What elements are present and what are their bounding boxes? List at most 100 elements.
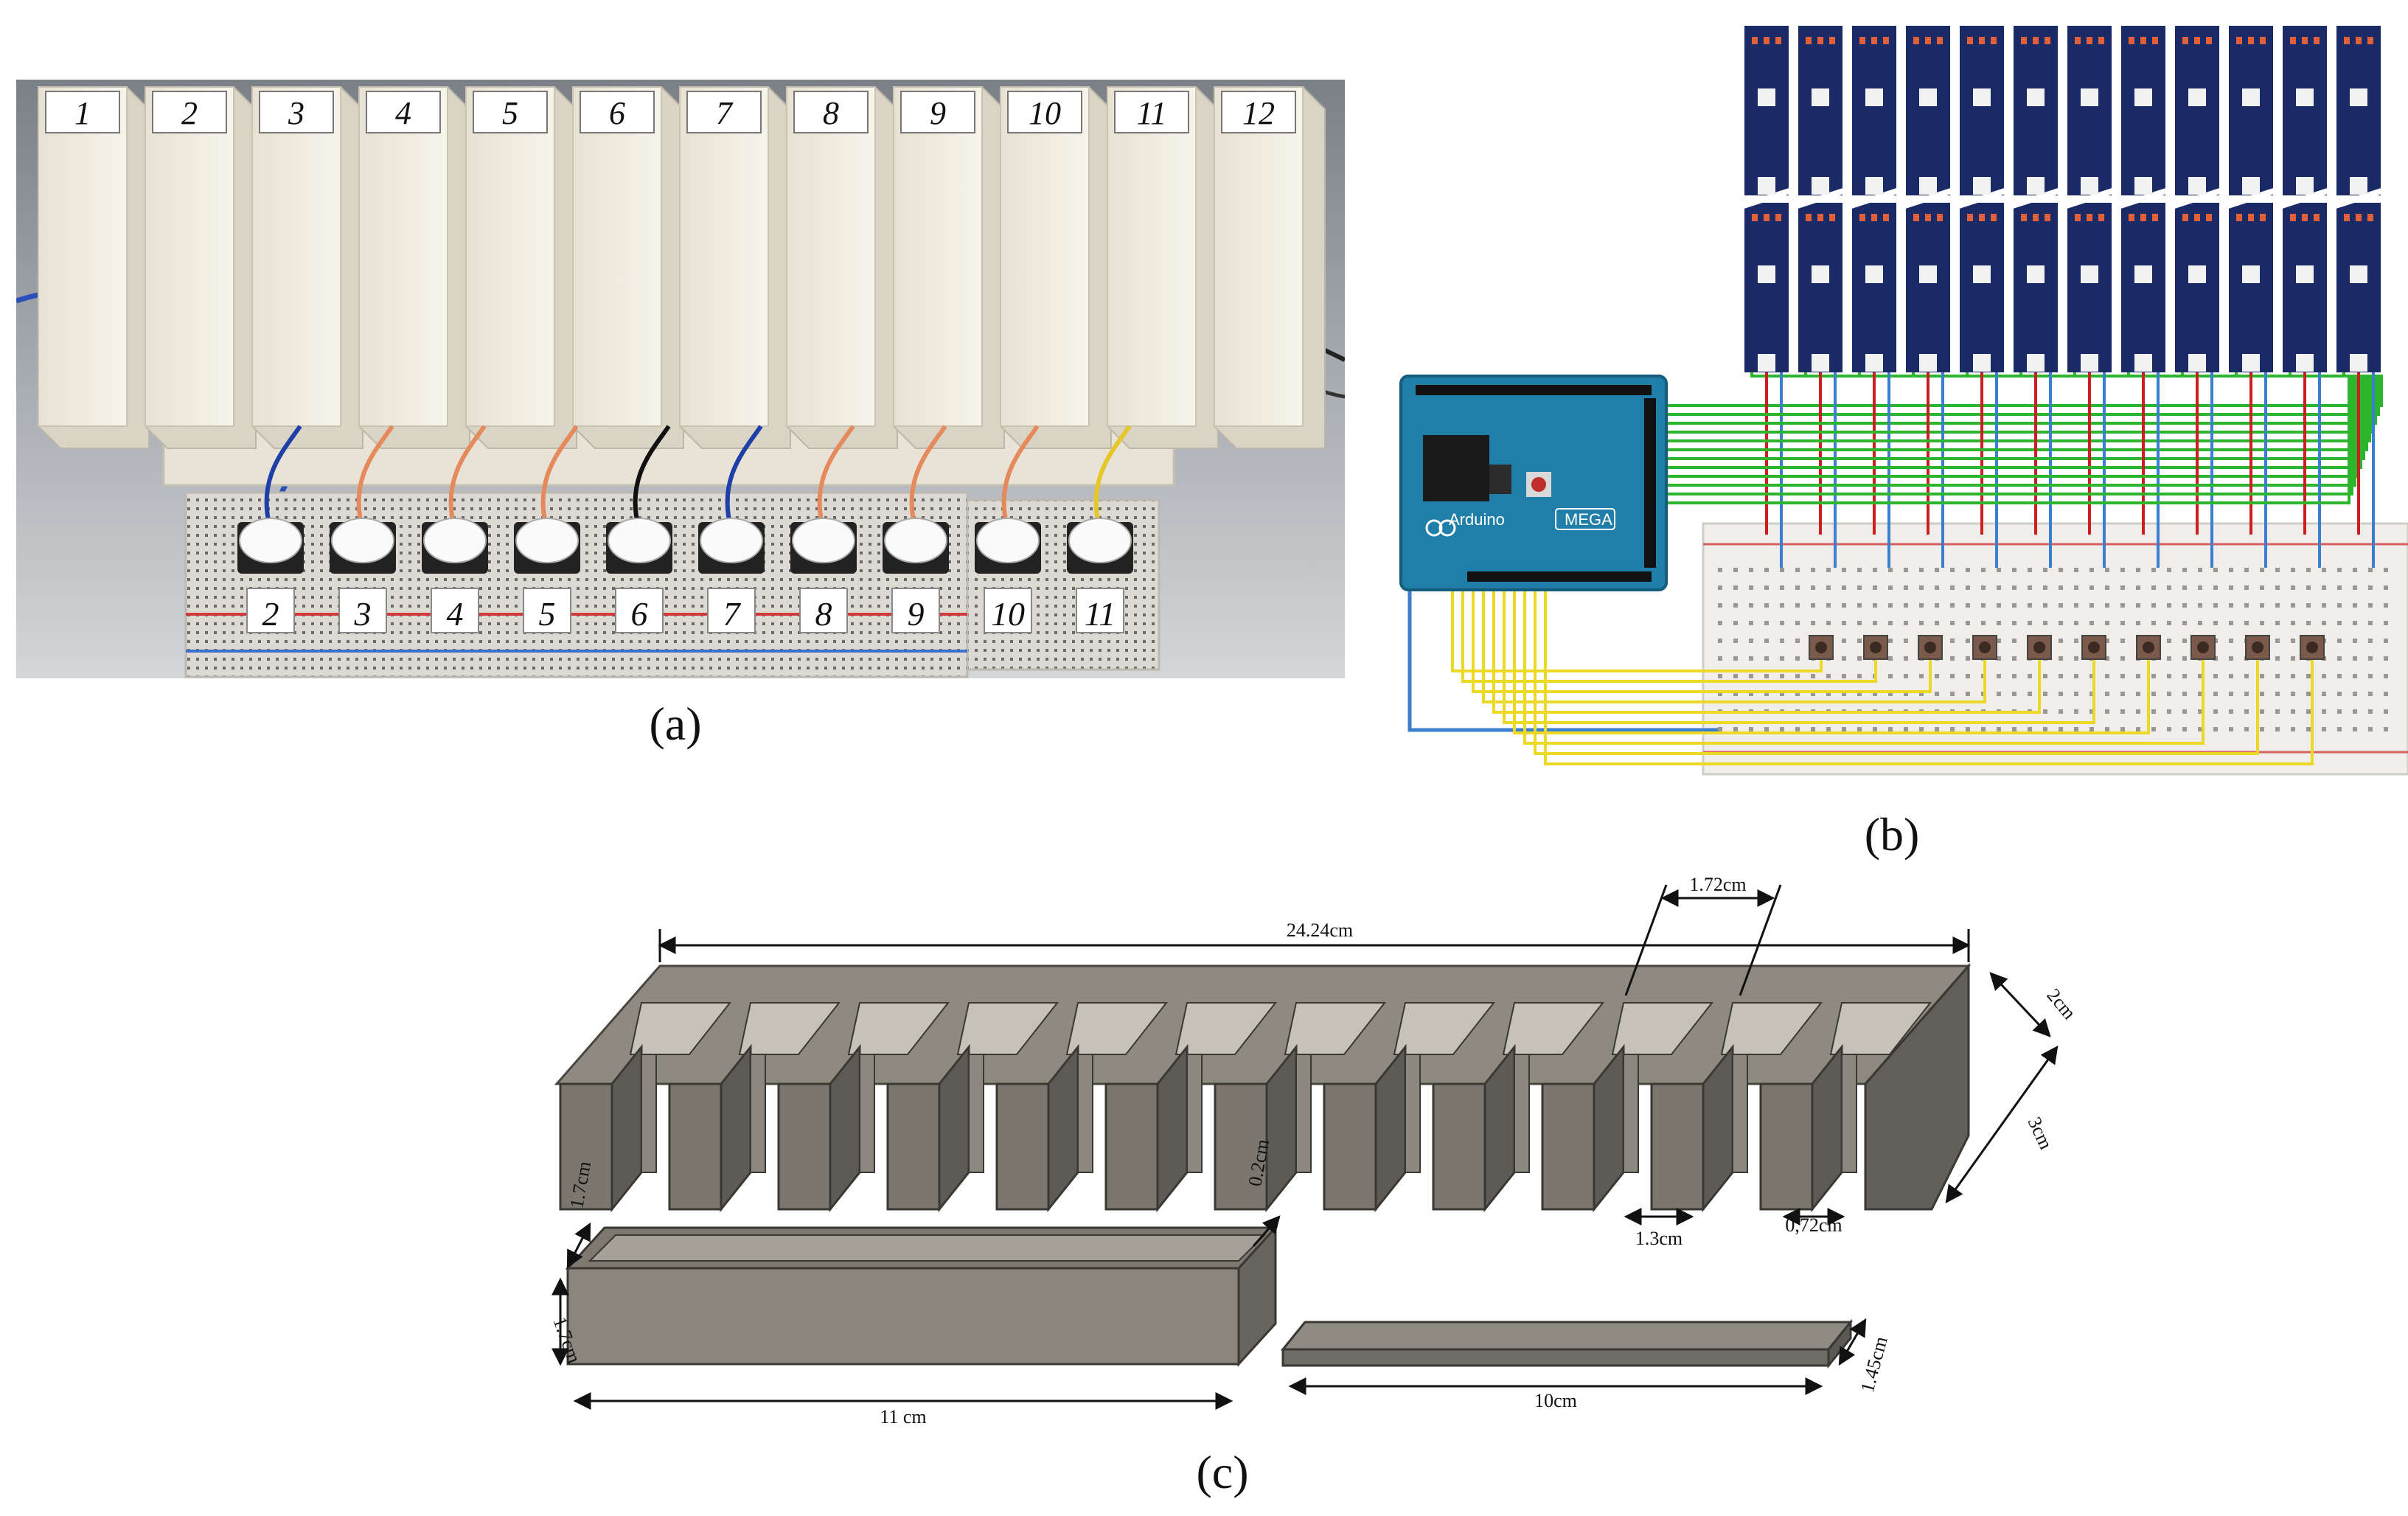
holder-slot bbox=[1432, 1002, 1605, 1213]
column-number-label: 8 bbox=[823, 95, 839, 131]
caption-b: (b) bbox=[1864, 808, 1920, 860]
led-strip bbox=[2278, 26, 2331, 372]
button-number-label: 3 bbox=[354, 595, 372, 633]
button-number-label: 9 bbox=[908, 595, 925, 633]
signal-wire bbox=[1482, 586, 1986, 703]
push-button-3: 3 bbox=[330, 518, 396, 633]
dim-box-length: 11 cm bbox=[880, 1406, 926, 1428]
column-1: 1 bbox=[38, 86, 150, 449]
cad-svg: 24.24cm 1.72cm 2cm 3cm 1.3cm 0,72cm 1.7c… bbox=[549, 877, 2080, 1428]
panel-c-cad: 24.24cm 1.72cm 2cm 3cm 1.3cm 0,72cm 1.7c… bbox=[546, 877, 2123, 1438]
led-strip bbox=[1955, 26, 2008, 372]
breadboard-button bbox=[2027, 635, 2052, 660]
caption-c: (c) bbox=[1196, 1446, 1249, 1498]
column-2: 2 bbox=[145, 86, 257, 449]
data-wire bbox=[1666, 372, 2353, 496]
breadboard-button bbox=[2300, 635, 2325, 660]
dim-slot-width: 1.3cm bbox=[1635, 1228, 1683, 1249]
button-number-label: 8 bbox=[815, 595, 832, 633]
column-6: 6 bbox=[572, 86, 684, 449]
column-number-label: 2 bbox=[181, 95, 198, 131]
signal-wire bbox=[1472, 586, 1932, 693]
button-number-label: 2 bbox=[262, 595, 279, 633]
led-strip bbox=[1794, 26, 1847, 372]
dim-lid-length: 10cm bbox=[1534, 1390, 1577, 1411]
breadboard-button bbox=[2136, 635, 2161, 660]
column-10: 10 bbox=[1000, 86, 1112, 449]
push-button-10: 10 bbox=[975, 518, 1041, 633]
signal-wire bbox=[1451, 586, 1823, 672]
led-strip bbox=[2171, 26, 2224, 372]
holder-slot bbox=[995, 1002, 1169, 1213]
data-wire bbox=[1666, 372, 2350, 504]
holder-slots bbox=[559, 1002, 1932, 1213]
breadboard-main bbox=[184, 491, 969, 678]
wiring-lines bbox=[1407, 372, 2383, 765]
column-number-label: 1 bbox=[74, 95, 91, 131]
dim-lid-width: 1.45cm bbox=[1857, 1334, 1892, 1394]
holder-slot bbox=[886, 1002, 1059, 1213]
led-strip bbox=[2224, 26, 2277, 372]
dim-total-length: 24.24cm bbox=[1287, 919, 1353, 941]
breadboard-button bbox=[2190, 635, 2216, 660]
column-number-label: 12 bbox=[1242, 95, 1275, 131]
data-wire bbox=[1666, 372, 2371, 442]
data-wire bbox=[1666, 372, 2368, 451]
push-button-7: 7 bbox=[698, 518, 765, 633]
column-4: 4 bbox=[358, 86, 470, 449]
signal-wire bbox=[1544, 586, 2314, 765]
button-number-label: 5 bbox=[539, 595, 556, 633]
dimension-lines bbox=[551, 884, 2059, 1410]
push-button-8: 8 bbox=[790, 518, 857, 633]
open-box bbox=[565, 1225, 1278, 1367]
jumper-wire bbox=[725, 425, 763, 530]
led-strip bbox=[1740, 26, 1793, 372]
dim-depth: 2cm bbox=[2042, 984, 2080, 1023]
signal-wire bbox=[1492, 586, 2041, 714]
push-button-5: 5 bbox=[514, 518, 580, 633]
wiring-svg: Arduino MEGA bbox=[1399, 26, 2408, 776]
jumper-wire bbox=[264, 425, 302, 530]
dim-wall-width: 0,72cm bbox=[1785, 1214, 1842, 1236]
button-number-label: 4 bbox=[447, 595, 464, 633]
led-strip bbox=[2332, 26, 2385, 372]
ground-rail-wire bbox=[1407, 590, 1718, 732]
holder-slot bbox=[1650, 1002, 1823, 1213]
signal-wire bbox=[1534, 586, 2259, 755]
signal-wire bbox=[1523, 586, 2205, 745]
led-strip bbox=[2117, 26, 2170, 372]
led-strip bbox=[1901, 26, 1955, 372]
caption-a: (a) bbox=[649, 698, 702, 750]
column-3: 3 bbox=[251, 86, 363, 449]
led-strip bbox=[1848, 26, 1901, 372]
holder-slot bbox=[777, 1002, 950, 1213]
lid-plate bbox=[1280, 1318, 1854, 1369]
column-7: 7 bbox=[679, 86, 791, 449]
holder-slot bbox=[1541, 1002, 1714, 1213]
panel-b-wiring: Arduino MEGA bbox=[1393, 22, 2408, 811]
led-strip bbox=[2063, 26, 2116, 372]
jumper-wire bbox=[448, 425, 487, 530]
signal-wire bbox=[1503, 586, 2095, 724]
arduino-model-label: MEGA bbox=[1565, 510, 1612, 529]
jumper-wire bbox=[356, 425, 394, 530]
holder-slot bbox=[1323, 1002, 1496, 1213]
breadboard-button bbox=[2245, 635, 2270, 660]
breadboard-button bbox=[1863, 635, 1888, 660]
signal-wire bbox=[1513, 586, 2150, 734]
column-number-label: 6 bbox=[609, 95, 625, 131]
jumper-wire bbox=[909, 425, 947, 530]
jumper-wire bbox=[1001, 425, 1040, 530]
button-number-label: 10 bbox=[991, 595, 1025, 633]
button-number-label: 11 bbox=[1085, 595, 1116, 633]
breadboard-button bbox=[2081, 635, 2106, 660]
push-button-9: 9 bbox=[883, 518, 949, 633]
push-button-6: 6 bbox=[606, 518, 672, 633]
breadboard-buttons bbox=[1809, 635, 2325, 660]
column-number-label: 9 bbox=[930, 95, 946, 131]
data-wire bbox=[1666, 372, 2356, 487]
